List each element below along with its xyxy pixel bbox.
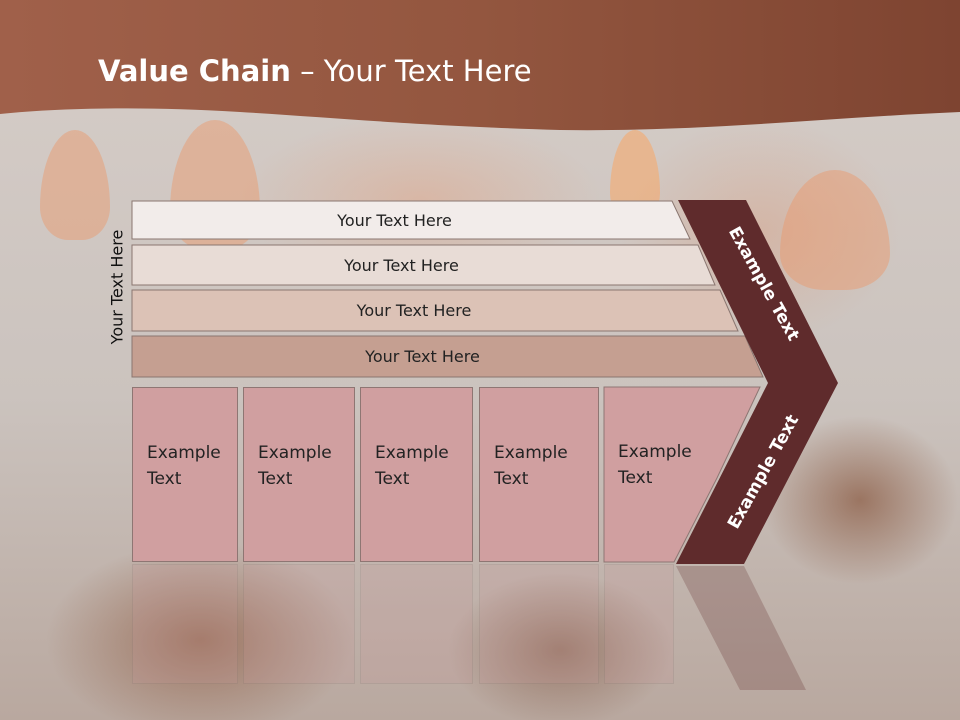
support-row: Your Text Here — [132, 201, 692, 239]
activity-label: Example Text — [618, 442, 692, 488]
support-row-label: Your Text Here — [344, 255, 459, 275]
activity-box-shape — [603, 386, 761, 563]
support-row-shape — [131, 244, 716, 286]
activity-box: Example Text — [479, 387, 599, 562]
title-bold: Value Chain — [98, 54, 291, 88]
activity-label: Example Text — [494, 443, 568, 489]
activity-box-last: Example Text — [604, 387, 704, 562]
activity-label: Example Text — [258, 443, 332, 489]
margin-arrow — [676, 200, 838, 564]
activity-box: Example Text — [132, 387, 238, 562]
activity-box: Example Text — [243, 387, 355, 562]
support-row-shape — [131, 335, 764, 378]
support-row: Your Text Here — [132, 245, 717, 285]
support-row-shape — [131, 200, 691, 240]
page-title: Value Chain – Your Text Here — [98, 54, 532, 88]
header-band — [0, 0, 960, 131]
activity-label: Example Text — [375, 443, 449, 489]
activity-label: Example Text — [147, 443, 221, 489]
support-row-label: Your Text Here — [337, 210, 452, 230]
support-row: Your Text Here — [132, 336, 762, 377]
support-row-label: Your Text Here — [356, 301, 472, 320]
activity-box: Example Text — [360, 387, 473, 562]
margin-arrow-reflection — [676, 566, 806, 690]
support-row: Your Text Here — [132, 290, 737, 331]
support-row-label: Your Text Here — [365, 347, 480, 366]
support-row-shape — [131, 289, 739, 332]
title-rest: – Your Text Here — [290, 54, 532, 88]
